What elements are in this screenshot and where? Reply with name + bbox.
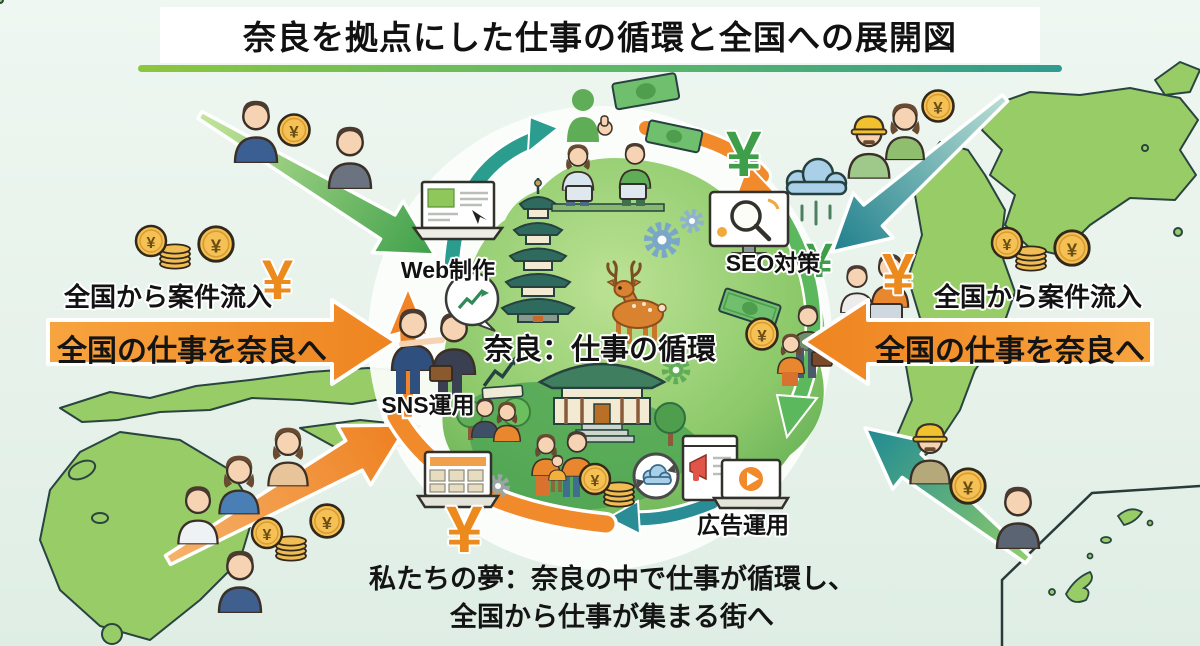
cycle-arc-green-head — [775, 393, 819, 440]
japan-map-hokkaido — [0, 0, 1200, 256]
coin-icon — [277, 113, 311, 147]
yen-symbol: ¥ — [882, 242, 915, 307]
left-inflow-caption: 全国から案件流入 — [64, 282, 273, 312]
ad-laptop-icon — [711, 458, 791, 510]
yen-symbol: ¥ — [446, 492, 483, 566]
coin-icon — [921, 89, 955, 123]
inflow-arrow-top-left — [196, 109, 437, 257]
title-underline — [138, 65, 1062, 72]
service-label-sns: SNS運用 — [381, 392, 475, 418]
service-label-seo: SEO対策 — [725, 250, 821, 276]
title-banner: 奈良を拠点にした仕事の循環と全国への展開図 — [160, 7, 1040, 63]
service-label-ad: 広告運用 — [697, 512, 789, 538]
service-label-web: Web制作 — [400, 257, 496, 283]
web-laptop-icon — [411, 180, 505, 241]
cycle-arc-teal-head — [526, 115, 560, 155]
dream-statement: 私たちの夢：奈良の中で仕事が循環し、 全国から仕事が集まる街へ — [322, 560, 902, 636]
money-bill-icon — [611, 72, 704, 154]
cycle-arrow-teal-bottom-head — [605, 499, 642, 536]
cloud-sync-icon — [632, 452, 680, 500]
coins-left — [134, 224, 235, 270]
trend-bubble-icon — [444, 271, 500, 332]
center-label: 奈良：仕事の循環 — [483, 334, 716, 366]
cycle-arc-green-right — [769, 199, 821, 409]
dream-line2: 全国から仕事が集まる街へ — [450, 602, 774, 632]
coworking-people-icon — [551, 142, 665, 212]
cloud-icon — [785, 157, 848, 226]
cycle-arrow-teal-bottom — [628, 497, 718, 526]
work-to-nara-arrow-right — [802, 298, 1154, 386]
coin-icon — [745, 317, 779, 351]
trend-chart-icon — [481, 356, 524, 400]
handshake-icon — [390, 307, 477, 396]
pagoda-icon — [500, 178, 576, 323]
page-title: 奈良を拠点にした仕事の循環と全国への展開図 — [243, 19, 957, 56]
temple-icon — [537, 362, 667, 443]
right-inflow-caption: 全国から案件流入 — [934, 282, 1143, 312]
right-arrow-label: 全国の仕事を奈良へ — [875, 335, 1145, 368]
yen-symbol: ¥ — [262, 248, 294, 311]
work-to-nara-arrow-left — [46, 298, 398, 386]
family-icon — [531, 430, 594, 497]
seo-monitor-icon — [708, 190, 790, 260]
website-laptop-icon — [415, 450, 501, 509]
okinawa-inset — [1000, 484, 1200, 646]
inflow-arrow-top-right — [830, 93, 1010, 254]
yen-symbol: ¥ — [726, 118, 762, 190]
left-arrow-label: 全国の仕事を奈良へ — [57, 335, 327, 368]
client-thumbs-up-icon — [567, 89, 613, 142]
yen-symbol: ¥ — [806, 235, 833, 288]
deer-icon — [606, 260, 667, 344]
dream-line1: 私たちの夢：奈良の中で仕事が循環し、 — [369, 564, 855, 594]
